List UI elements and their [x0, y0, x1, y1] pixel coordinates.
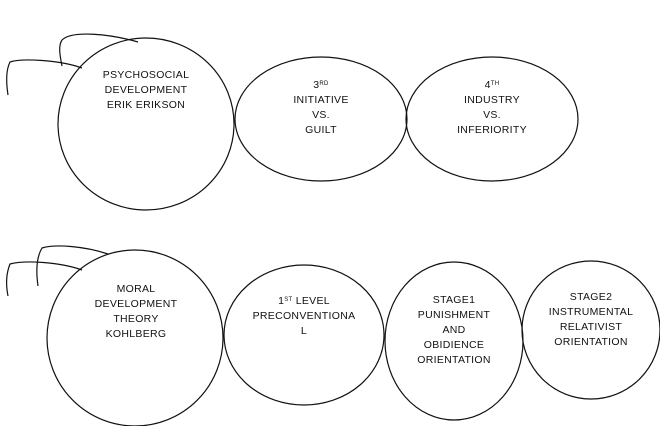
node-label-initiative: 3RD INITIATIVE VS. GUILT [293, 79, 349, 136]
node-circle-stage2 [521, 260, 660, 400]
node-circle-initiative [234, 56, 408, 182]
connector-hook [36, 245, 109, 287]
root-circle-erikson [57, 37, 235, 211]
root-circle-kohlberg [46, 249, 224, 426]
node-circle-level1 [223, 264, 385, 406]
node-label-stage1: STAGE1 PUNISHMENT AND OBIDIENCE ORIENTAT… [417, 294, 491, 366]
node-label-stage2: STAGE2 INSTRUMENTAL RELATIVIST ORIENTATI… [548, 291, 634, 348]
node-label-industry: 4TH INDUSTRY VS. INFERIORITY [457, 79, 527, 136]
node-label-level1: 1ST LEVEL PRECONVENTIONA L [252, 295, 356, 337]
connector-hook [59, 33, 139, 67]
connector-hook [6, 59, 83, 96]
connector-hook [6, 261, 83, 297]
root-label-erikson: PSYCHOSOCIAL DEVELOPMENT ERIK ERIKSON [102, 69, 190, 111]
root-label-kohlberg: MORAL DEVELOPMENT THEORY KOHLBERG [94, 283, 178, 340]
node-circle-industry [405, 56, 579, 182]
